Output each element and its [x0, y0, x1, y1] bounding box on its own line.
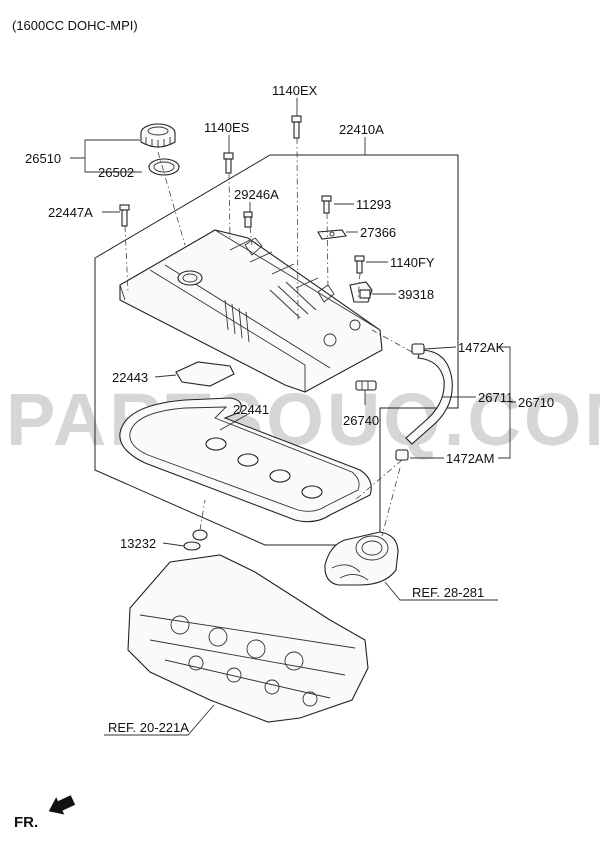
pcv-valve[interactable]: [355, 380, 377, 391]
leader-ref-20-221A: [104, 704, 215, 736]
bolt-1140FY[interactable]: [354, 255, 365, 274]
label-26711[interactable]: 26711: [478, 390, 513, 405]
spark-plug-gasket-22443[interactable]: [175, 361, 235, 387]
label-26710[interactable]: 26710: [518, 395, 554, 410]
bolt-1140EX[interactable]: [291, 115, 302, 139]
assembly-frame: [94, 154, 459, 546]
label-29246A[interactable]: 29246A: [234, 187, 279, 202]
filler-cap-gasket[interactable]: [148, 158, 180, 176]
leader-26502: [84, 158, 142, 173]
label-1472AM[interactable]: 1472AM: [446, 451, 494, 466]
leader-26710: [498, 346, 516, 459]
label-13232[interactable]: 13232: [120, 536, 156, 551]
label-26502[interactable]: 26502: [98, 165, 134, 180]
label-39318[interactable]: 39318: [398, 287, 434, 302]
cover-gasket-22441[interactable]: [119, 397, 372, 523]
label-22447A[interactable]: 22447A: [48, 205, 93, 220]
label-22441[interactable]: 22441: [233, 402, 269, 417]
label-26740[interactable]: 26740: [343, 413, 379, 428]
plug-13232[interactable]: [183, 529, 208, 551]
label-22410A[interactable]: 22410A: [339, 122, 384, 137]
leader-1472AK: [423, 346, 457, 350]
engine-spec-title: (1600CC DOHC-MPI): [12, 18, 138, 33]
bolt-11293[interactable]: [321, 195, 332, 214]
cylinder-head[interactable]: [127, 554, 369, 723]
oil-filler-cap[interactable]: [140, 123, 176, 148]
front-label: FR.: [14, 814, 38, 831]
bolt-1140ES[interactable]: [223, 152, 234, 174]
label-26510[interactable]: 26510: [25, 151, 61, 166]
arrow-front-icon: [48, 795, 76, 815]
ref-20-221A-label[interactable]: REF. 20-221A: [108, 720, 189, 735]
throttle-body[interactable]: [324, 531, 399, 586]
bolt-29246A[interactable]: [243, 211, 253, 228]
cylinder-head-cover[interactable]: [119, 229, 383, 393]
label-1140ES[interactable]: 1140ES: [204, 120, 250, 135]
leader-22443: [154, 374, 177, 378]
leader-22441: [219, 412, 251, 431]
ref-28-281-label[interactable]: REF. 28-281: [412, 585, 484, 600]
label-1140FY[interactable]: 1140FY: [390, 255, 435, 270]
label-1472AK[interactable]: 1472AK: [458, 340, 505, 355]
label-22443[interactable]: 22443: [112, 370, 148, 385]
sensor-39318[interactable]: [349, 281, 373, 303]
bracket-27366[interactable]: [317, 229, 347, 240]
bolt-22447A[interactable]: [119, 204, 130, 227]
label-1140EX[interactable]: 1140EX: [272, 83, 318, 98]
leader-13232: [162, 542, 185, 547]
label-11293[interactable]: 11293: [356, 197, 391, 212]
leader-ref-28-281: [384, 581, 498, 601]
label-27366[interactable]: 27366: [360, 225, 396, 240]
leader-26510: [70, 139, 140, 159]
alignment-lines: [124, 137, 413, 537]
